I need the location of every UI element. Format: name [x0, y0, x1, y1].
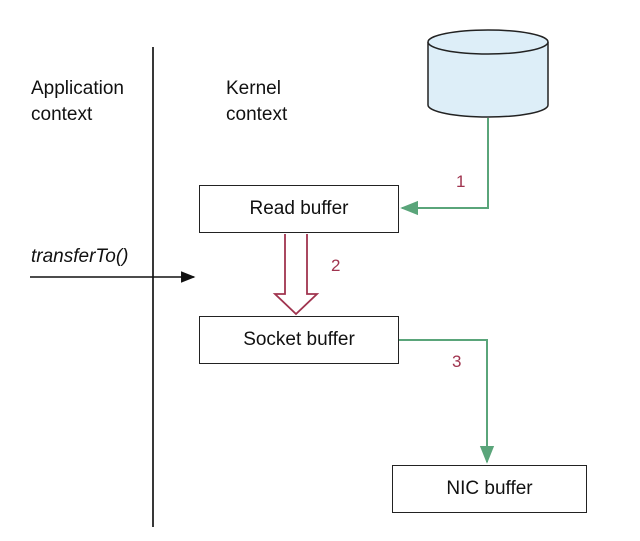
- step-number-3: 3: [452, 352, 462, 371]
- application-context-line-2: context: [31, 104, 93, 125]
- kernel-context-label: Kernel context: [226, 76, 287, 128]
- dma-arrow-socket-to-nic-buffer: [399, 339, 495, 464]
- read-buffer-box: Read buffer: [199, 185, 399, 233]
- kernel-context-line-2: context: [226, 104, 288, 125]
- step-number-1: 1: [456, 172, 466, 191]
- socket-buffer-box: Socket buffer: [199, 316, 399, 364]
- copy-arrow-read-to-socket: [272, 234, 320, 316]
- step-number-2: 2: [331, 256, 341, 275]
- nic-buffer-box: NIC buffer: [392, 465, 587, 513]
- kernel-context-line-1: Kernel: [226, 78, 281, 99]
- read-buffer-label: Read buffer: [249, 198, 349, 219]
- application-context-line-1: Application: [31, 78, 124, 99]
- disk-icon: [427, 29, 549, 118]
- socket-buffer-label: Socket buffer: [243, 329, 355, 350]
- dma-arrow-disk-to-read-buffer: [400, 118, 489, 216]
- application-context-label: Application context: [31, 76, 124, 128]
- transfer-to-call-label: transferTo(): [31, 246, 129, 267]
- nic-buffer-label: NIC buffer: [446, 478, 533, 499]
